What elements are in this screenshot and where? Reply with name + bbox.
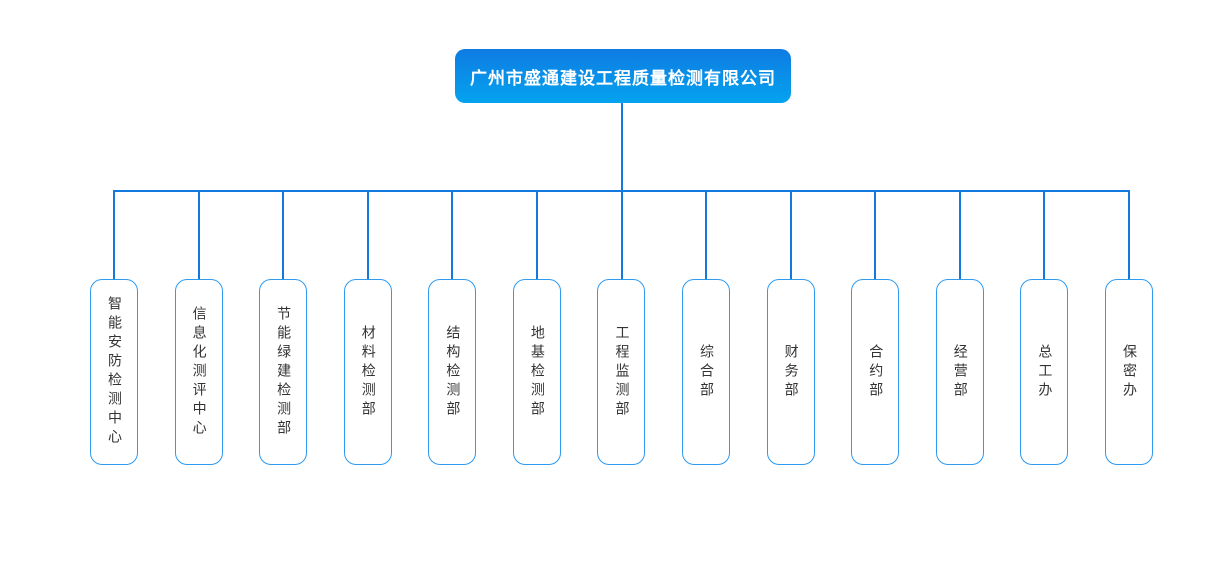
dept-node: 材料检测部 [343,279,392,465]
dept-node-label: 结构检测部 [444,324,461,420]
dept-node-label: 总工办 [1036,343,1053,401]
dept-node-label: 财务部 [782,343,799,401]
connector-drop-line [1043,190,1045,280]
connector-drop-line [705,190,707,280]
connector-drop-line [874,190,876,280]
dept-node-label: 材料检测部 [359,324,376,420]
root-company-label: 广州市盛通建设工程质量检测有限公司 [470,68,776,89]
root-company-node: 广州市盛通建设工程质量检测有限公司 [455,49,791,103]
dept-node-label: 工程监测部 [613,324,630,420]
dept-node: 信息化测评中心 [174,279,223,465]
connector-drop-line [790,190,792,280]
dept-node: 财务部 [766,279,815,465]
dept-node: 经营部 [935,279,984,465]
department-row: 智能安防检测中心 信息化测评中心 节能绿建检测部 材料检测部 结构检测部 地基检测部 工程监… [90,279,1153,465]
connector-drop-line [451,190,453,280]
connector-drop-line [282,190,284,280]
dept-node: 结构检测部 [428,279,477,465]
connector-drop-line [536,190,538,280]
dept-node: 总工办 [1020,279,1069,465]
dept-node-label: 地基检测部 [528,324,545,420]
connector-stem-line [621,103,623,192]
connector-drop-line [113,190,115,280]
dept-node: 地基检测部 [512,279,561,465]
connector-drop-line [959,190,961,280]
dept-node: 智能安防检测中心 [90,279,138,465]
connector-drop-line [621,190,623,280]
dept-node-label: 信息化测评中心 [190,305,207,439]
dept-node-label: 经营部 [951,343,968,401]
dept-node-label: 智能安防检测中心 [106,296,122,448]
dept-node: 合约部 [851,279,900,465]
dept-node-label: 保密办 [1120,343,1137,401]
dept-node-label: 合约部 [867,343,884,401]
connector-drop-line [1128,190,1130,280]
dept-node: 综合部 [682,279,731,465]
dept-node: 工程监测部 [597,279,646,465]
connector-drop-line [367,190,369,280]
dept-node-label: 综合部 [698,343,715,401]
connector-drop-line [198,190,200,280]
dept-node-label: 节能绿建检测部 [275,305,292,439]
dept-node: 节能绿建检测部 [259,279,308,465]
dept-node: 保密办 [1104,279,1153,465]
